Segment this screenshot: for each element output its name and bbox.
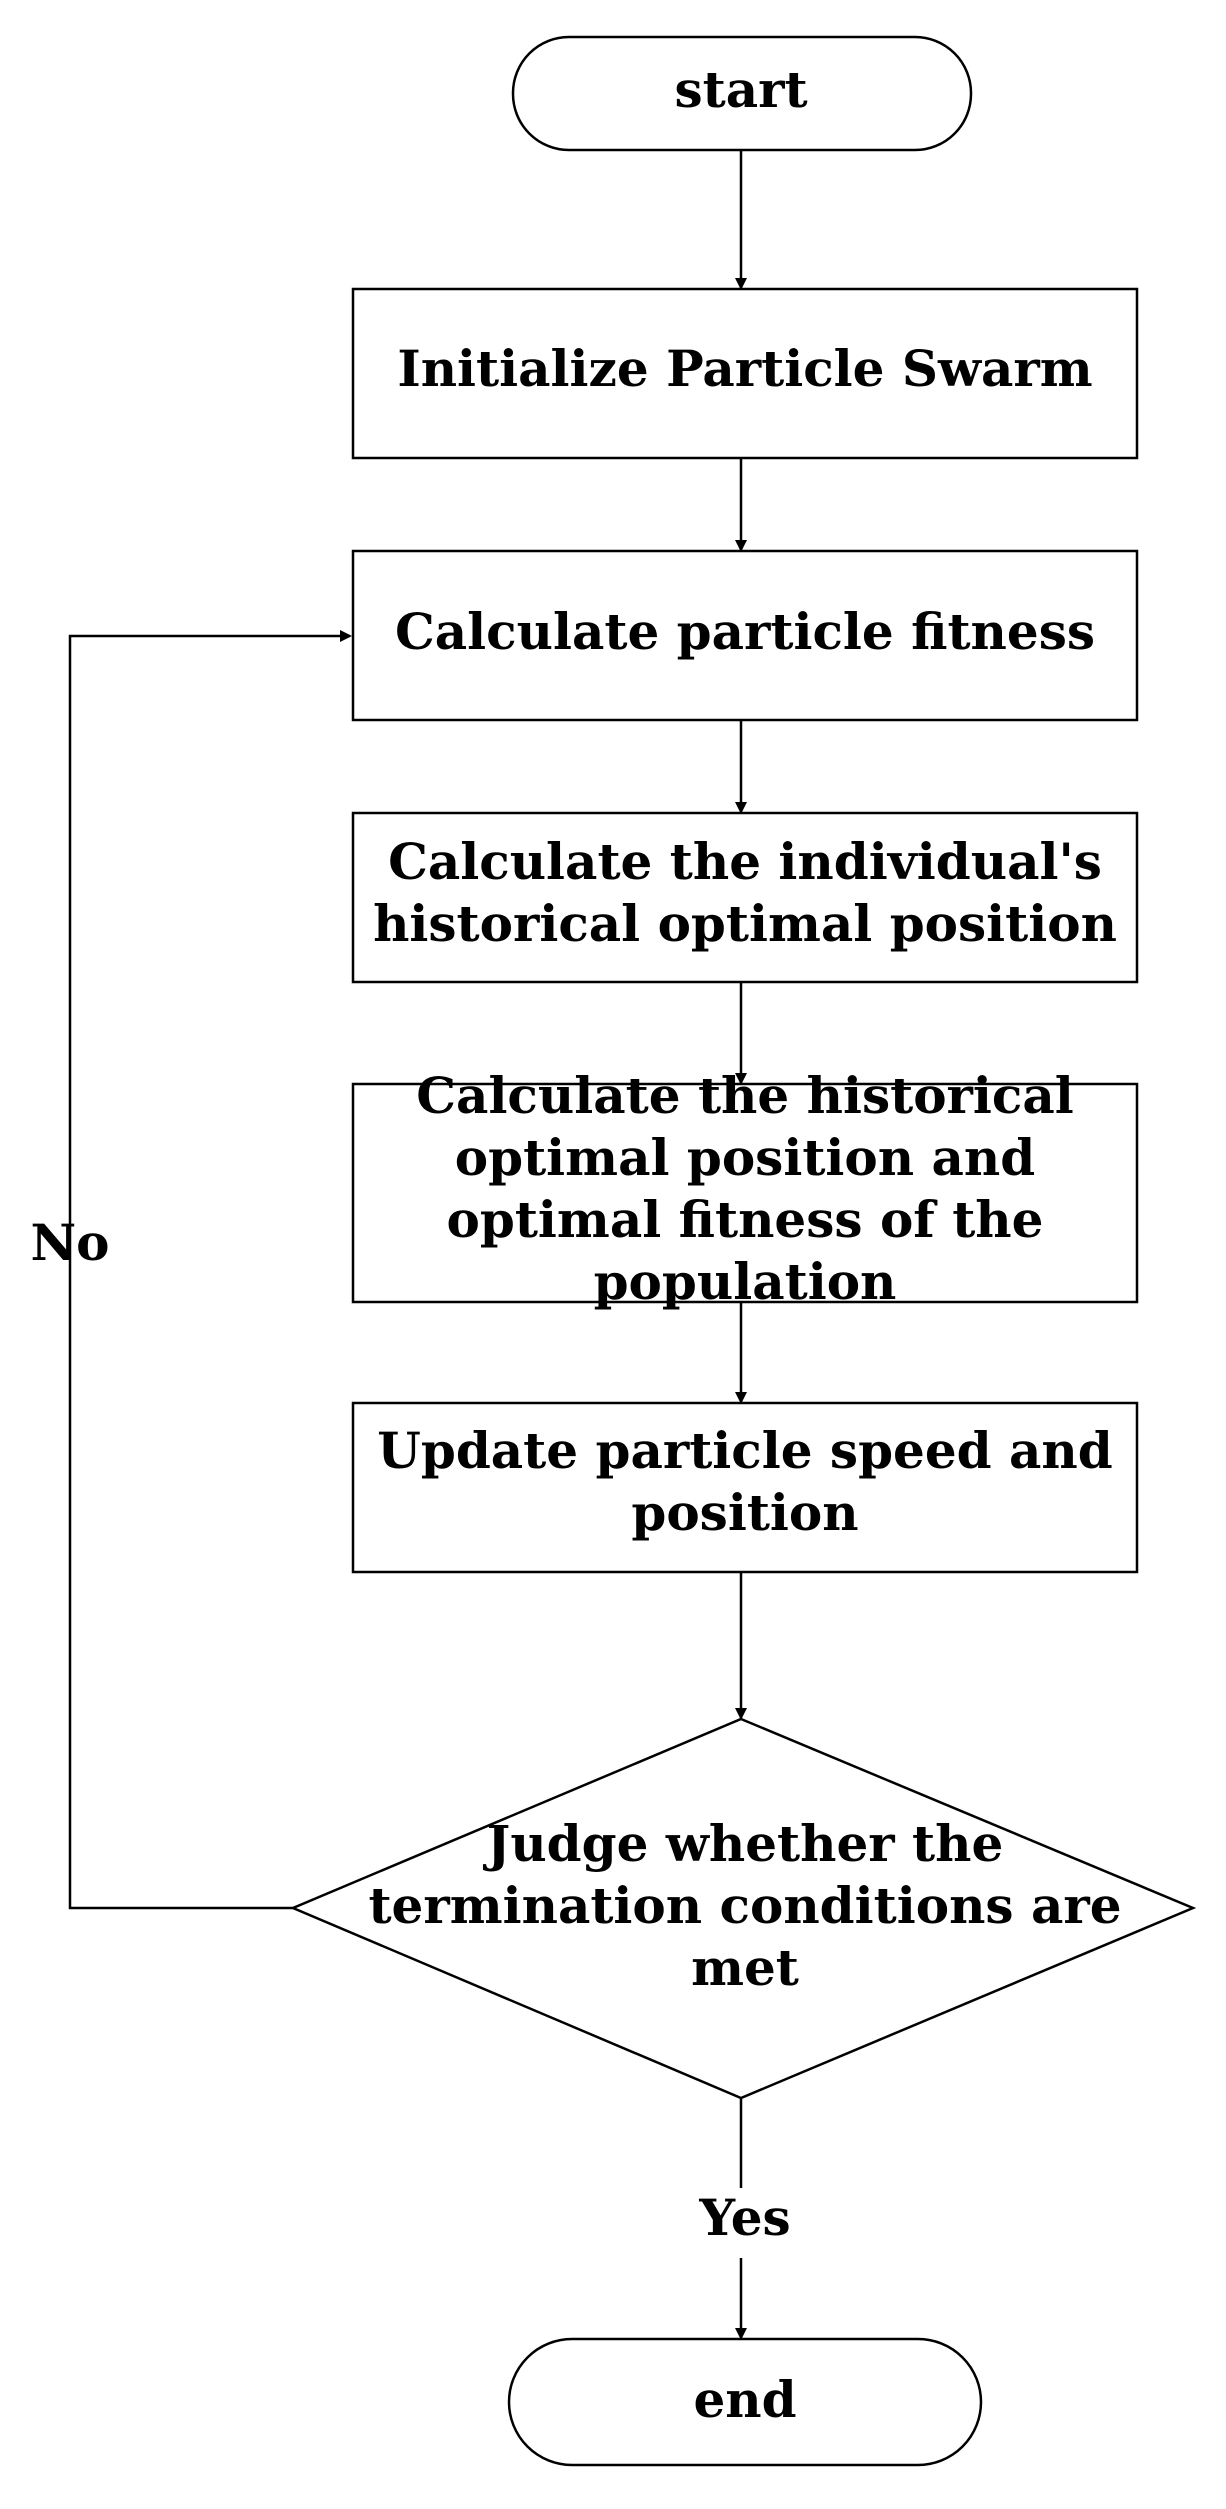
end-label: end [693, 2370, 796, 2429]
start-terminal: start [511, 35, 973, 152]
individual-optimal-line-2: historical optimal position [373, 894, 1117, 953]
edge-label-no: No [30, 1213, 109, 1272]
individual-optimal-step: Calculate the individual's historical op… [351, 811, 1139, 984]
loop-back-no-path [68, 630, 352, 1910]
end-terminal: end [507, 2337, 983, 2467]
calculate-fitness-step: Calculate particle fitness [351, 549, 1139, 722]
initialize-swarm-step: Initialize Particle Swarm [351, 287, 1139, 460]
individual-optimal-line-1: Calculate the individual's [388, 832, 1102, 891]
population-optimal-line-1: Calculate the historical [416, 1066, 1073, 1125]
calculate-fitness-label: Calculate particle fitness [395, 602, 1095, 661]
update-speed-position-step: Update particle speed and position [351, 1401, 1139, 1574]
population-optimal-line-4: population [594, 1252, 897, 1311]
update-speed-position-line-2: position [631, 1483, 858, 1542]
population-optimal-line-3: optimal fitness of the [447, 1190, 1044, 1249]
termination-decision-line-2: termination conditions are [368, 1876, 1121, 1935]
termination-decision-line-3: met [691, 1938, 799, 1997]
update-speed-position-line-1: Update particle speed and [377, 1421, 1113, 1480]
edge-label-yes-background [680, 2188, 802, 2258]
termination-decision-line-1: Judge whether the [483, 1814, 1004, 1873]
start-label: start [674, 60, 807, 119]
population-optimal-line-2: optimal position and [455, 1128, 1035, 1187]
population-optimal-step: Calculate the historical optimal positio… [351, 1066, 1139, 1311]
edge-label-yes: Yes [698, 2188, 790, 2247]
initialize-swarm-label: Initialize Particle Swarm [397, 339, 1092, 398]
termination-decision: Judge whether the termination conditions… [289, 1717, 1197, 2100]
